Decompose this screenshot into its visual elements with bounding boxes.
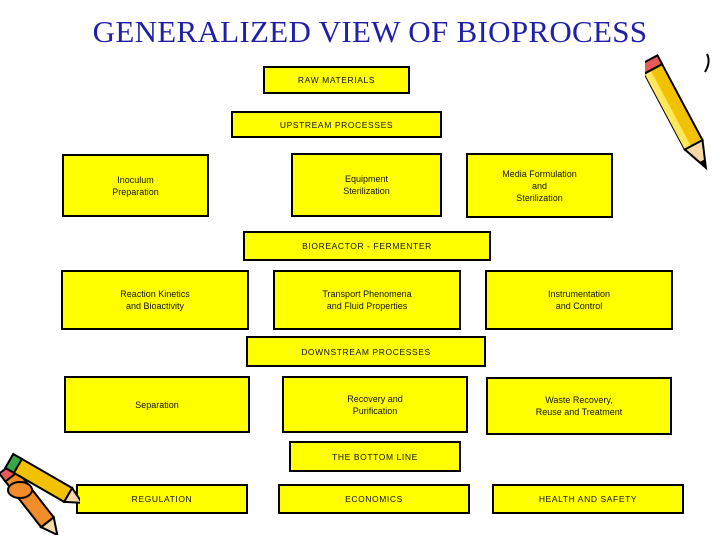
bottom-line-item-economics: ECONOMICS (278, 484, 470, 514)
downstream-item-separation: Separation (64, 376, 250, 433)
bottom-line-header: THE BOTTOM LINE (289, 441, 461, 472)
bioreactor-header: BIOREACTOR - FERMENTER (243, 231, 491, 261)
upstream-item-equipment: Equipment Sterilization (291, 153, 442, 217)
downstream-item-recovery: Recovery and Purification (282, 376, 468, 433)
bottom-line-item-health-safety: HEALTH AND SAFETY (492, 484, 684, 514)
upstream-header: UPSTREAM PROCESSES (231, 111, 442, 138)
pencils-clipart-icon (0, 452, 80, 535)
page-title: GENERALIZED VIEW OF BIOPROCESS (92, 14, 648, 49)
downstream-header: DOWNSTREAM PROCESSES (246, 336, 486, 367)
bottom-line-item-regulation: REGULATION (76, 484, 248, 514)
downstream-item-waste: Waste Recovery, Reuse and Treatment (486, 377, 672, 435)
upstream-item-inoculum: Inoculum Preparation (62, 154, 209, 217)
upstream-item-media: Media Formulation and Sterilization (466, 153, 613, 218)
bioreactor-item-kinetics: Reaction Kinetics and Bioactivity (61, 270, 249, 330)
pencil-clipart-icon (645, 53, 710, 171)
bioreactor-item-instrumentation: Instrumentation and Control (485, 270, 673, 330)
raw-materials-box: RAW MATERIALS (263, 66, 410, 94)
bioreactor-item-transport: Transport Phenomena and Fluid Properties (273, 270, 461, 330)
